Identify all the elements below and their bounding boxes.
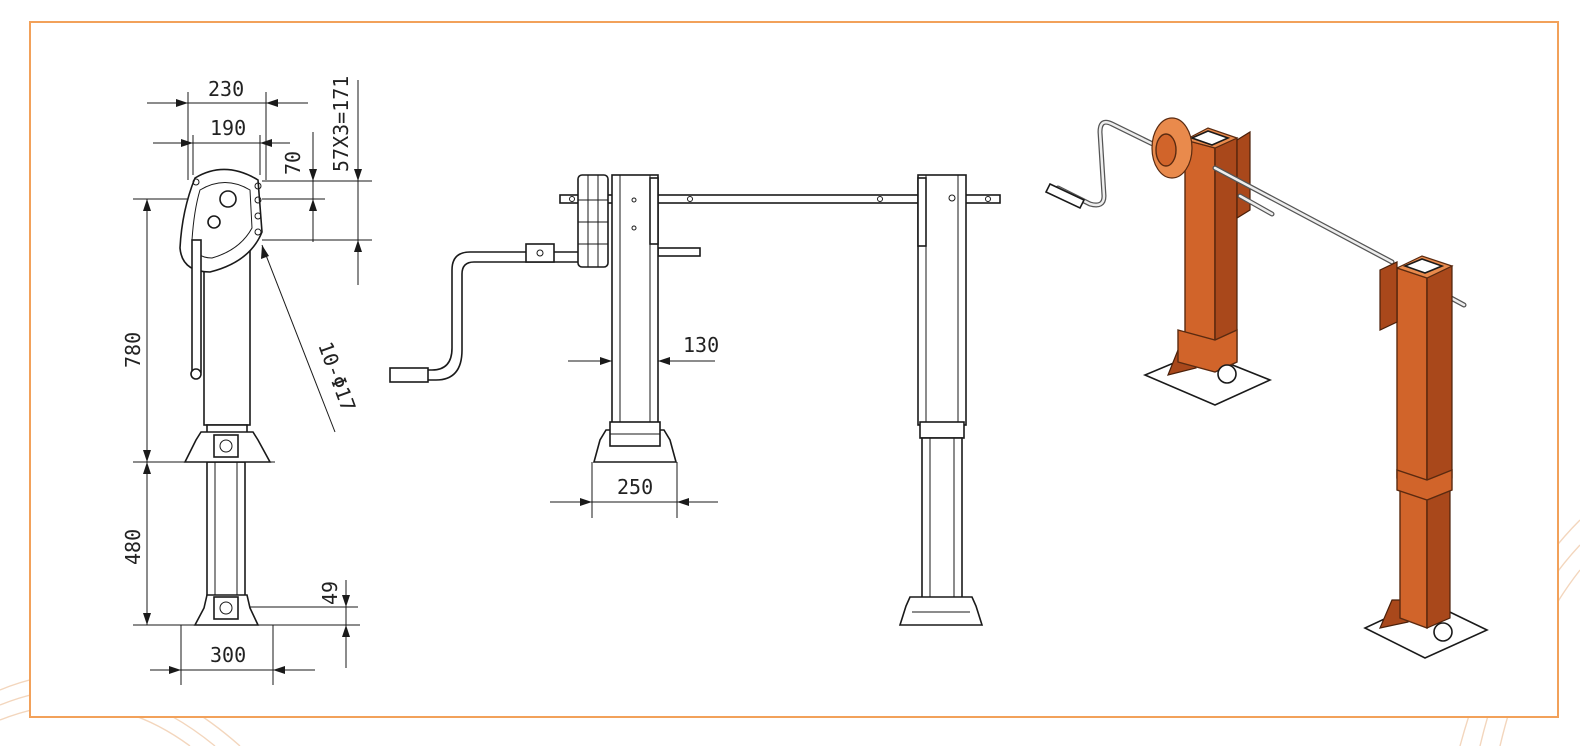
iso-crank-handle (1044, 119, 1168, 210)
dim-label-171: 57X3=171 (329, 76, 353, 172)
front-right-leg (898, 174, 984, 626)
front-view: 130 250 (389, 174, 1001, 626)
isometric-view (1044, 117, 1489, 659)
iso-left-jack (1142, 117, 1273, 406)
dim-base-width-side: 300 (150, 625, 315, 685)
dim-top-width: 230 (147, 77, 308, 180)
dim-leg-width: 130 (568, 333, 719, 365)
dim-base-width-front: 250 (550, 462, 718, 518)
cross-shaft (559, 194, 1001, 204)
dim-label-230: 230 (208, 77, 244, 101)
dim-inner-width: 190 (153, 116, 290, 175)
dim-hole-spacing: 57X3=171 (262, 76, 372, 285)
dim-label-130: 130 (683, 333, 719, 357)
drawing-frame (29, 21, 1559, 718)
dim-label-480: 480 (121, 529, 145, 565)
side-view: 230 190 70 57X3=171 (121, 76, 372, 685)
dim-label-250: 250 (617, 475, 653, 499)
dim-foot-height: 49 (250, 580, 358, 668)
dim-label-300: 300 (210, 643, 246, 667)
front-crank-handle (389, 243, 578, 383)
dim-label-70: 70 (281, 151, 305, 175)
dim-label-190: 190 (210, 116, 246, 140)
iso-right-jack (1363, 255, 1489, 659)
front-gearbox (577, 174, 609, 268)
front-left-leg (592, 174, 678, 463)
dim-label-780: 780 (121, 332, 145, 368)
dim-label-49: 49 (318, 581, 342, 605)
jack-side-body (179, 168, 272, 626)
